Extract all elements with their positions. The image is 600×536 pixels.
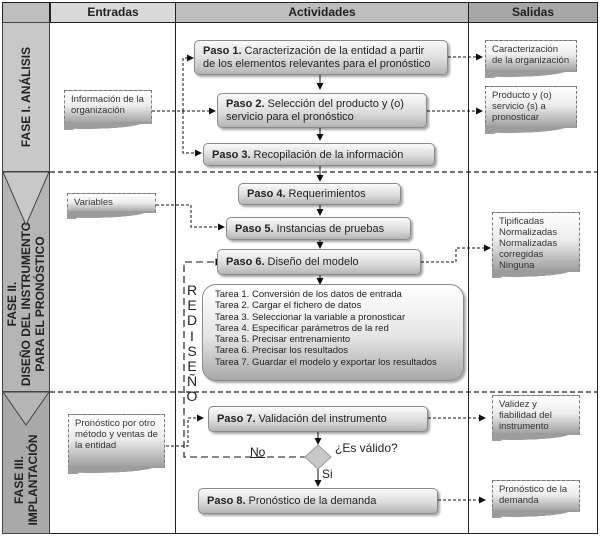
rediseno-letter: R: [186, 282, 198, 298]
step-3-number: Paso 3.: [212, 148, 251, 161]
step-6-number: Paso 6.: [226, 256, 265, 268]
step-2-text: Selección del producto y (o) servicio pa…: [226, 97, 404, 123]
output-producto-servicio: Producto y (o) servicio (s) a pronostica…: [485, 86, 577, 134]
output-validez: Validez y fiabilidad del instrumento: [492, 395, 580, 441]
arrow-input3-step7: [166, 414, 204, 447]
task-item: Tarea 6. Precisar los resultados: [215, 345, 349, 357]
step-5-text: Instancias de pruebas: [276, 222, 385, 235]
step-7-text: Validación del instrumento: [258, 413, 387, 425]
step-7-number: Paso 7.: [217, 413, 256, 425]
task-item: Tarea 3. Seleccionar la variable a prono…: [215, 311, 406, 323]
step-8: Paso 8.Pronóstico de la demanda: [198, 488, 438, 514]
decision-yes: Si: [322, 467, 333, 481]
rediseno-letter: S: [187, 342, 197, 359]
output-caracterizacion: Caracterización de la organización: [485, 40, 577, 78]
rediseno-letter: E: [187, 358, 197, 375]
rediseno-label: R E D I S E Ñ O: [186, 282, 198, 405]
arrow-redesign-loop: [183, 258, 318, 458]
arrow-variables-step5: [156, 204, 225, 231]
rediseno-letter: E: [187, 297, 197, 314]
task-item: Tarea 2. Cargar el fichero de datos: [215, 300, 362, 312]
decision-no: No: [250, 445, 266, 459]
step-6-text: Diseño del modelo: [267, 256, 359, 268]
decision-question: ¿Es válido?: [335, 441, 398, 455]
tasks-box: Tarea 1. Conversión de los datos de entr…: [202, 284, 464, 381]
column-divider-1: [175, 22, 176, 534]
step-4: Paso 4.Requerimientos: [238, 183, 401, 205]
step-8-text: Pronóstico de la demanda: [248, 495, 377, 507]
step-7: Paso 7.Validación del instrumento: [208, 406, 428, 432]
step-4-number: Paso 4.: [247, 188, 286, 200]
step-3-text: Recopilación de la información: [253, 148, 404, 161]
input-info-organizacion: Información de la organización: [64, 90, 152, 130]
step-3: Paso 3.Recopilación de la información: [203, 143, 435, 166]
rediseno-letter: I: [190, 327, 194, 344]
input-variables: Variables: [67, 193, 156, 219]
column-divider-2: [468, 22, 469, 534]
output-tipificadas: Tipificadas Normalizadas Normalizadas co…: [492, 212, 580, 278]
output-pronostico-demanda: Pronóstico de la demanda: [492, 480, 580, 518]
step-2-number: Paso 2.: [226, 97, 265, 110]
step-5-number: Paso 5.: [235, 222, 274, 235]
arrow-input1-step3: [182, 111, 202, 157]
step-5: Paso 5.Instancias de pruebas: [226, 217, 411, 240]
rediseno-letter: O: [186, 388, 198, 405]
input-pronostico-otro-metodo: Pronóstico por otro método y ventas de l…: [68, 414, 165, 474]
step-8-number: Paso 8.: [207, 495, 246, 507]
phase-1: FASE I. ANÁLISIS: [2, 22, 50, 172]
task-item: Tarea 1. Conversión de los datos de entr…: [215, 289, 402, 300]
task-item: Tarea 7. Guardar el modelo y exportar lo…: [215, 356, 437, 368]
rediseno-letter: D: [186, 312, 198, 329]
step-1-text: Caracterización de la entidad a partir d…: [203, 44, 431, 70]
step-2: Paso 2.Selección del producto y (o) serv…: [217, 93, 427, 128]
step-1-number: Paso 1.: [203, 44, 242, 57]
task-item: Tarea 4. Especificar parámetros de la re…: [215, 322, 389, 334]
phase-2-chevron: [2, 391, 50, 426]
task-item: Tarea 5. Precisar entrenamiento: [215, 334, 351, 346]
step-4-text: Requerimientos: [288, 188, 366, 200]
step-6: Paso 6.Diseño del modelo: [217, 249, 421, 275]
decision-diamond: [304, 444, 332, 470]
step-1: Paso 1.Caracterización de la entidad a p…: [194, 40, 448, 75]
arrow-input1-step1: [182, 54, 194, 111]
rediseno-letter: Ñ: [186, 373, 198, 390]
output-tipificadas-text: Tipificadas Normalizadas Normalizadas co…: [499, 216, 558, 271]
grid-frame: [50, 22, 598, 534]
arrow-step6-output3: [421, 244, 491, 263]
phase-1-chevron: [2, 171, 50, 227]
